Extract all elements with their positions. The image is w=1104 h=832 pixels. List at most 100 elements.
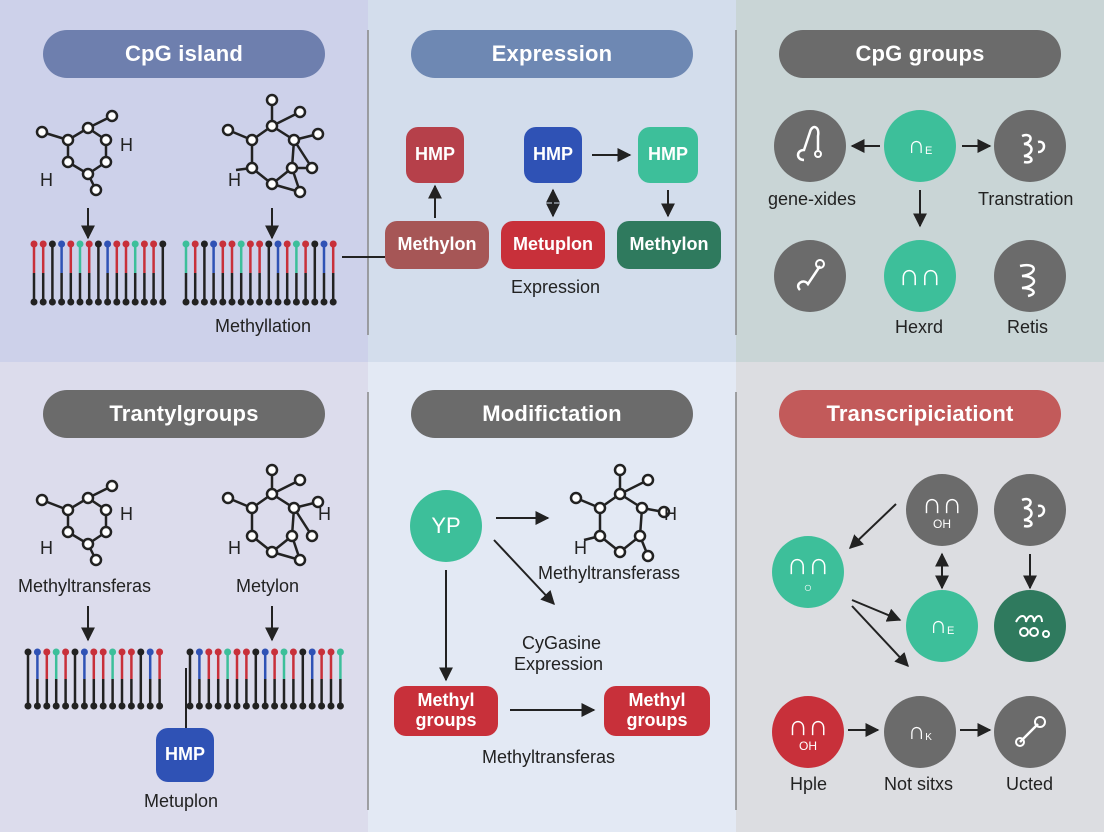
dna-strand-icon [52, 702, 60, 710]
label-gene-xides: gene-xides [768, 189, 857, 209]
dna-strand-icon [109, 648, 117, 656]
dna-strand-icon [58, 240, 66, 248]
benzene-molecule-icon [35, 479, 119, 567]
dna-strand-icon [156, 702, 164, 710]
dna-strand-icon [30, 240, 167, 306]
dna-strand-icon [48, 298, 56, 306]
dna-strand-icon [210, 240, 218, 248]
helix-e-icon: ∩E [884, 110, 956, 182]
dna-strand-icon [80, 648, 88, 656]
dna-strand-icon [156, 648, 164, 656]
title-expression: Expression [411, 30, 693, 78]
hydrogen-label: H [120, 504, 133, 524]
dna-strand-icon [256, 240, 264, 248]
dna-strand-icon [80, 702, 88, 710]
dna-strand-icon [186, 648, 344, 710]
dna-strand-icon [214, 648, 222, 656]
dna-strand-icon [186, 648, 194, 656]
dna-strand-icon [329, 298, 337, 306]
dna-strand-icon [146, 648, 154, 656]
polycyclic-molecule-icon [569, 463, 671, 563]
dna-strand-icon [24, 648, 164, 710]
helix-oh-icon: ∩∩OH [772, 696, 844, 768]
hmp-box: HMP [524, 127, 582, 183]
hydrogen-label: H [40, 170, 53, 190]
hydrogen-label: H [318, 504, 331, 524]
dna-strand-icon [329, 240, 337, 248]
caption-methyltransferas: Methyltransferas [482, 747, 616, 767]
label-methyltransferas: Methyltransferas [18, 576, 152, 596]
dna-strand-icon [224, 648, 232, 656]
dna-strand-icon [182, 240, 337, 306]
dna-strand-icon [104, 240, 112, 248]
dna-strand-icon [109, 702, 117, 710]
coil-gene-icon [994, 240, 1066, 312]
dna-strand-icon [283, 298, 291, 306]
dna-strand-icon [76, 298, 84, 306]
dna-strand-icon [58, 298, 66, 306]
dna-strand-icon [33, 702, 41, 710]
dna-strand-icon [242, 648, 250, 656]
dna-strand-icon [302, 298, 310, 306]
dna-strand-icon [127, 648, 135, 656]
dna-strand-icon [140, 298, 148, 306]
caption-expression: Expression [511, 277, 601, 297]
caption-methyllation: Methyllation [215, 316, 312, 336]
dna-strand-icon [39, 298, 47, 306]
hydrogen-label: H [574, 538, 587, 558]
dna-strand-icon [311, 240, 319, 248]
loop-gene-icon [774, 110, 846, 182]
dna-strand-icon [104, 298, 112, 306]
dna-strand-icon [191, 298, 199, 306]
hydrogen-label: H [120, 135, 133, 155]
dna-strand-icon [265, 298, 273, 306]
dna-strand-icon [99, 648, 107, 656]
dna-strand-icon [299, 648, 307, 656]
dna-strand-icon [182, 240, 190, 248]
dna-strand-icon [85, 298, 93, 306]
dna-strand-icon [327, 648, 335, 656]
hydrogen-label: H [228, 170, 241, 190]
label-metylon: Metylon [236, 576, 300, 596]
dna-strand-icon [242, 702, 250, 710]
metuplon-box: Metuplon [501, 221, 605, 269]
dna-strand-icon [228, 240, 236, 248]
dna-strand-icon [67, 298, 75, 306]
dna-strand-icon [205, 702, 213, 710]
label-methyltransferass: Methyltransferass [538, 563, 681, 583]
dna-strand-icon [99, 702, 107, 710]
dna-strand-icon [118, 648, 126, 656]
methylon-box: Methylon [617, 221, 721, 269]
dna-strand-icon [94, 298, 102, 306]
label-transtration: Transtration [978, 189, 1074, 209]
dna-strand-icon [137, 648, 145, 656]
dna-strand-icon [43, 648, 51, 656]
dna-strand-icon [186, 702, 194, 710]
dna-strand-icon [200, 240, 208, 248]
dna-strand-icon [67, 240, 75, 248]
dna-strand-icon [127, 702, 135, 710]
dna-strand-icon [48, 240, 56, 248]
dna-strand-icon [85, 240, 93, 248]
dna-strand-icon [265, 240, 273, 248]
yp-node: YP [410, 490, 482, 562]
hydrogen-label: H [228, 538, 241, 558]
dna-strand-icon [122, 240, 130, 248]
dna-strand-icon [150, 298, 158, 306]
dna-strand-icon [191, 240, 199, 248]
dna-strand-icon [90, 648, 98, 656]
methylon-box: Methylon [385, 221, 489, 269]
dna-strand-icon [159, 298, 167, 306]
label-hexrd: Hexrd [895, 317, 944, 337]
dna-strand-icon [62, 648, 70, 656]
dna-strand-icon [320, 298, 328, 306]
dna-strand-icon [233, 702, 241, 710]
dna-strand-icon [336, 648, 344, 656]
label-retis: Retis [1007, 317, 1049, 337]
dna-strand-icon [146, 702, 154, 710]
label-expression: Expression [514, 654, 604, 674]
label-hple: Hple [790, 774, 828, 794]
hmp-box: HMP [156, 728, 214, 782]
dna-strand-icon [292, 298, 300, 306]
